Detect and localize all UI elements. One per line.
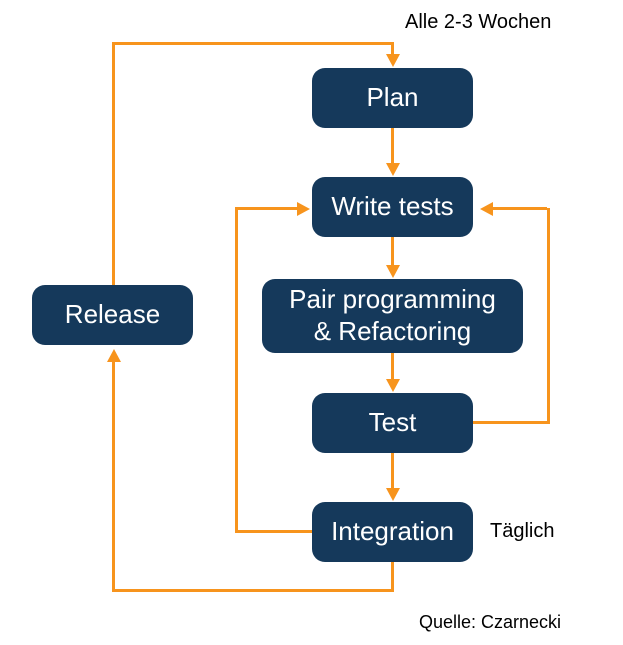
node-integration: Integration [312, 502, 473, 562]
arrowhead-into-plan-icon [386, 54, 400, 70]
iteration-cycle-label: Alle 2-3 Wochen [405, 11, 552, 33]
edge-integration-to-release-vertical [112, 359, 115, 589]
edge-integration-left-vertical [235, 207, 238, 533]
arrowhead-into-writetests-right-icon [477, 201, 493, 216]
node-release: Release [32, 285, 193, 345]
edge-release-to-plan-drop [391, 42, 394, 55]
edge-integration-left-horizontal [235, 530, 312, 533]
node-pair-programming-label-line1: Pair programming [289, 284, 496, 315]
node-test: Test [312, 393, 473, 453]
edge-release-to-plan-horizontal [112, 42, 394, 45]
node-write-tests: Write tests [312, 177, 473, 237]
daily-cycle-label: Täglich [490, 520, 555, 542]
edge-test-to-writetests-horizontal [490, 207, 547, 210]
arrowhead-into-release-icon [106, 346, 121, 362]
node-write-tests-label: Write tests [331, 191, 454, 222]
edge-test-right-horizontal [473, 421, 550, 424]
edge-integration-to-writetests-horizontal [235, 207, 297, 210]
arrowhead-into-pair-icon [386, 265, 400, 281]
node-integration-label: Integration [331, 516, 454, 547]
edge-test-right-vertical [547, 208, 550, 424]
arrowhead-into-writetests-top-icon [386, 163, 400, 179]
edge-integration-down [391, 562, 394, 592]
arrowhead-into-test-icon [386, 379, 400, 395]
node-test-label: Test [368, 407, 417, 438]
edge-test-to-integration [391, 453, 394, 489]
arrowhead-into-integration-icon [386, 488, 400, 504]
edge-release-to-plan-vertical [112, 42, 115, 285]
edge-integration-to-release-horizontal [112, 589, 394, 592]
node-plan: Plan [312, 68, 473, 128]
node-plan-label: Plan [366, 82, 419, 113]
edge-pair-to-test [391, 353, 394, 380]
arrowhead-into-writetests-left-icon [297, 201, 313, 216]
node-release-label: Release [64, 299, 161, 330]
edge-plan-to-writetests [391, 128, 394, 164]
node-pair-programming-label-line2: & Refactoring [313, 316, 472, 346]
node-pair-programming: Pair programming & Refactoring [262, 279, 523, 353]
source-credit-label: Quelle: Czarnecki [419, 612, 562, 632]
edge-writetests-to-pair [391, 237, 394, 266]
